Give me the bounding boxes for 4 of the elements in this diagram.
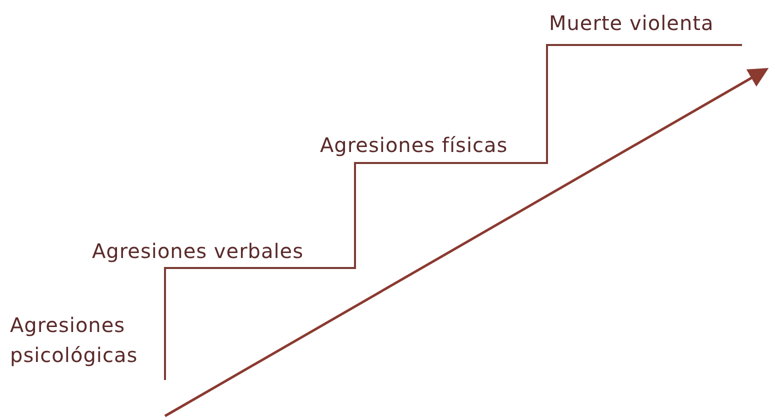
step-label: Agresiones físicas (320, 132, 508, 159)
step-label: Muerte violenta (549, 10, 714, 37)
step-label: Agresiones verbales (92, 238, 304, 265)
step-label: Agresiones psicológicas (10, 312, 139, 369)
